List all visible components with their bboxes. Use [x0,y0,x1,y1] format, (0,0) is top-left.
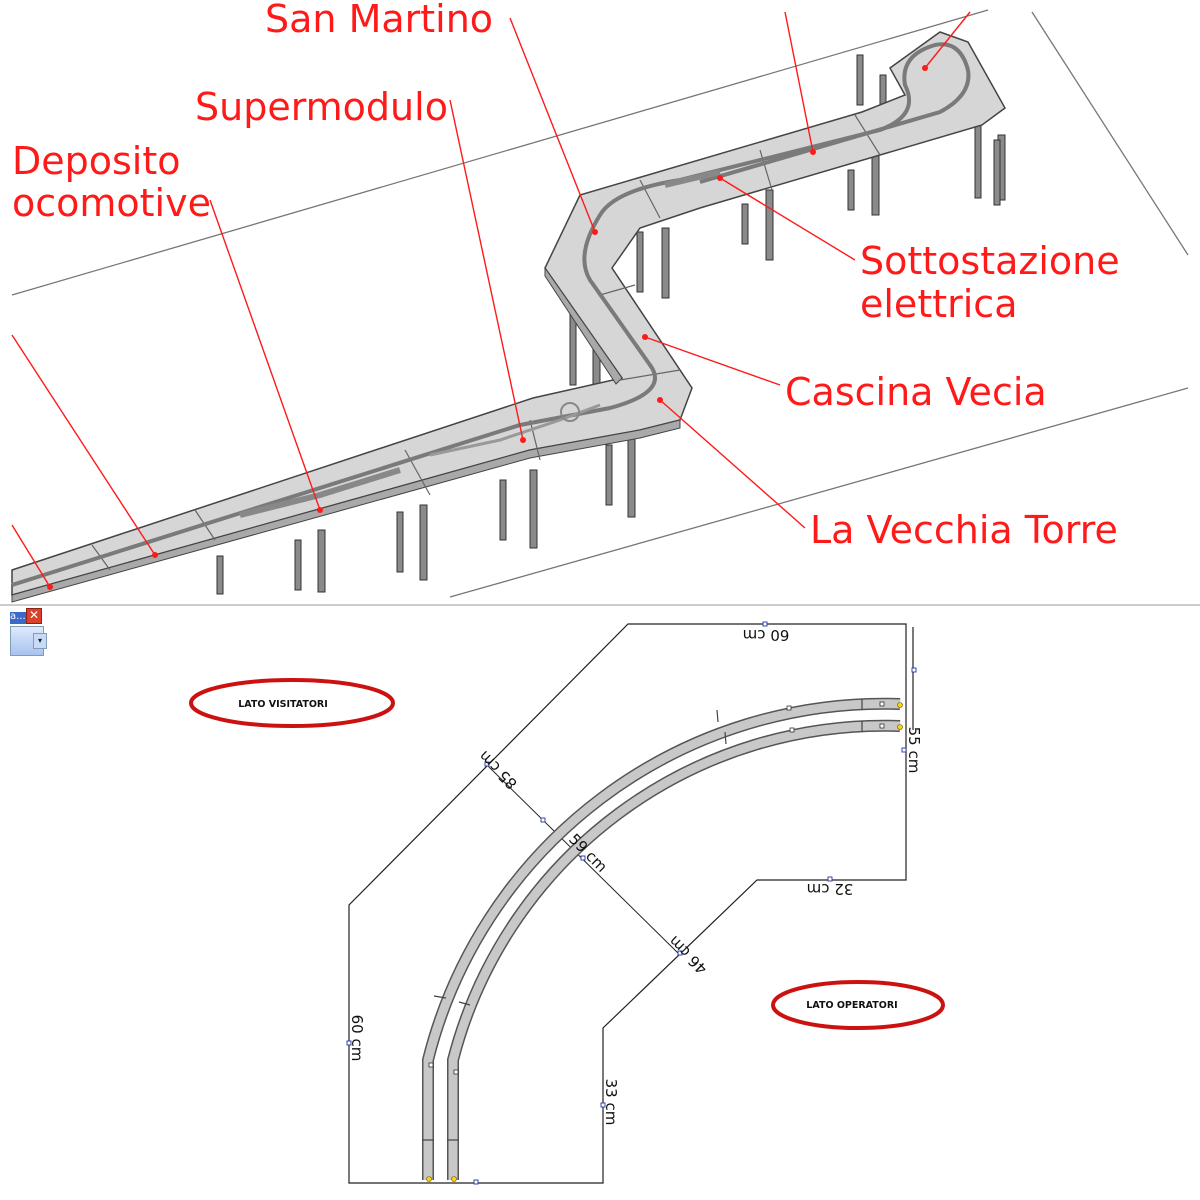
callout-san-martino: San Martino [265,0,493,41]
curved-track-outer [422,697,901,1180]
badge-lato-visitatori: LATO VISITATORI [189,678,395,728]
dim-inner-left: 33 cm [602,1079,620,1126]
window-title-strip [10,612,26,624]
callout-sottostazione-line1: Sottostazione [860,239,1120,283]
dim-left: 60 cm [348,1015,366,1062]
dim-inner-top: 32 cm [807,880,854,898]
svg-text:LATO VISITATORI: LATO VISITATORI [238,699,328,710]
callout-deposito-line1: Deposito [12,139,181,183]
dim-top: 60 cm [743,626,790,644]
toolbar-dropdown[interactable]: ▾ [10,626,47,656]
module-track [11,42,971,587]
svg-text:LATO OPERATORI: LATO OPERATORI [806,1000,897,1011]
dim-diag-inner: 46 cm [665,932,711,978]
callout-supermodulo: Supermodulo [195,85,448,129]
plan-outline [348,623,907,1184]
dim-right: 55 cm [905,727,923,774]
module-legs [216,54,1006,595]
module-plan-view: 60 cm 55 cm 85 cm 59 cm 32 cm 46 cm 60 c… [189,621,945,1185]
window-title-fragment: a... [10,611,26,622]
callout-cascina-vecia: Cascina Vecia [785,370,1047,414]
callout-la-vecchia-torre: La Vecchia Torre [810,508,1118,552]
callout-deposito-line2: ocomotive [12,181,211,225]
chevron-down-icon[interactable]: ▾ [33,633,47,649]
close-icon[interactable]: ✕ [26,608,42,624]
module-3d-view: San Martino Supermodulo Deposito ocomoti… [11,0,1189,603]
dim-diag-outer: 85 cm [475,747,521,793]
curved-track-inner [447,719,901,1180]
callout-sottostazione-line2: elettrica [860,282,1017,326]
badge-lato-operatori: LATO OPERATORI [771,980,945,1030]
